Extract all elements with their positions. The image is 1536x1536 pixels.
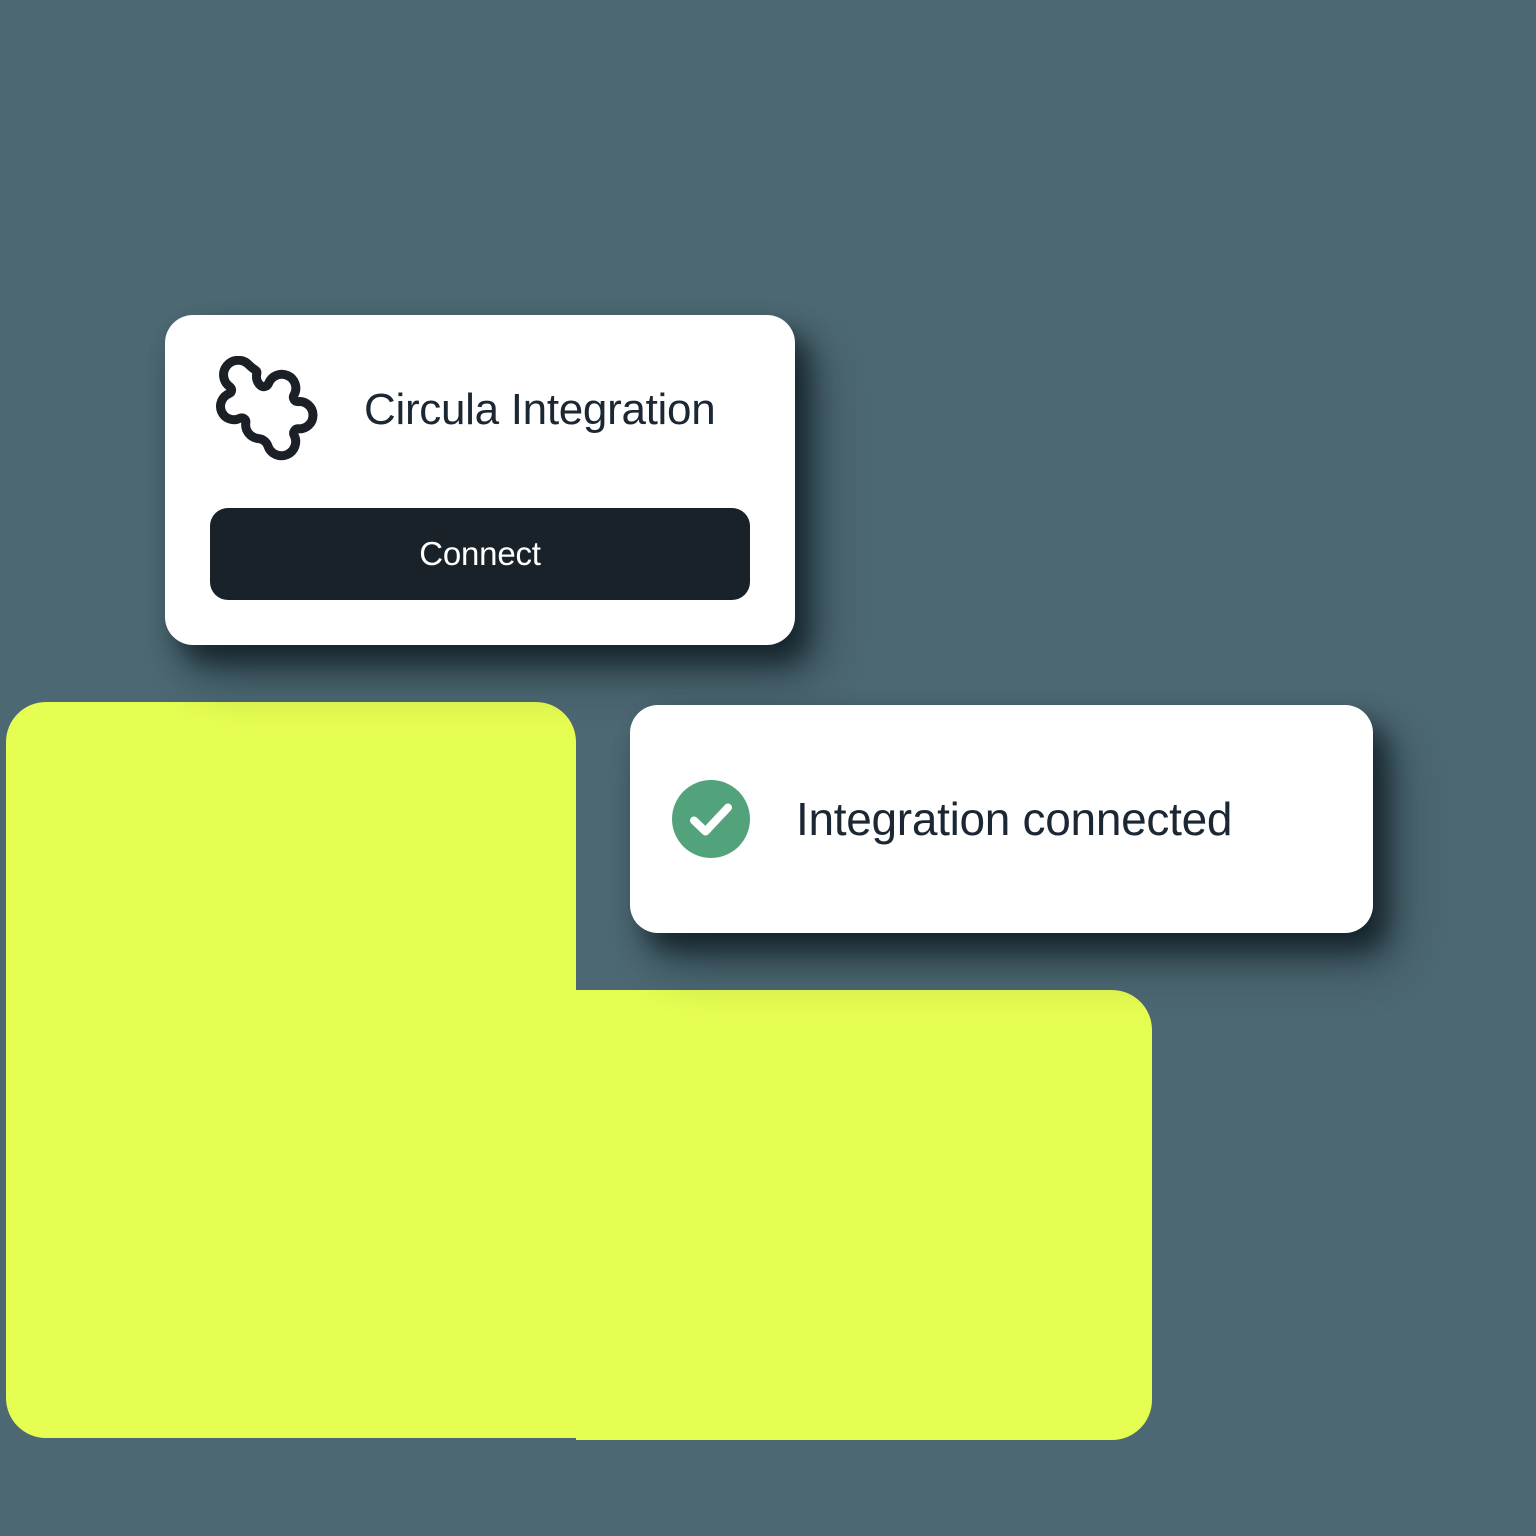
- connect-button[interactable]: Connect: [210, 508, 750, 600]
- integration-card-header: Circula Integration: [210, 355, 750, 465]
- status-card: Integration connected: [630, 705, 1373, 933]
- status-message: Integration connected: [796, 793, 1233, 845]
- integration-card-title: Circula Integration: [364, 385, 716, 434]
- integration-card: Circula Integration Connect: [165, 315, 795, 645]
- decorative-block-left: [6, 702, 576, 1438]
- status-card-row: Integration connected: [672, 705, 1343, 933]
- puzzle-piece-icon: [210, 356, 322, 464]
- decorative-block-right: [576, 990, 1152, 1440]
- check-circle-icon: [672, 780, 750, 858]
